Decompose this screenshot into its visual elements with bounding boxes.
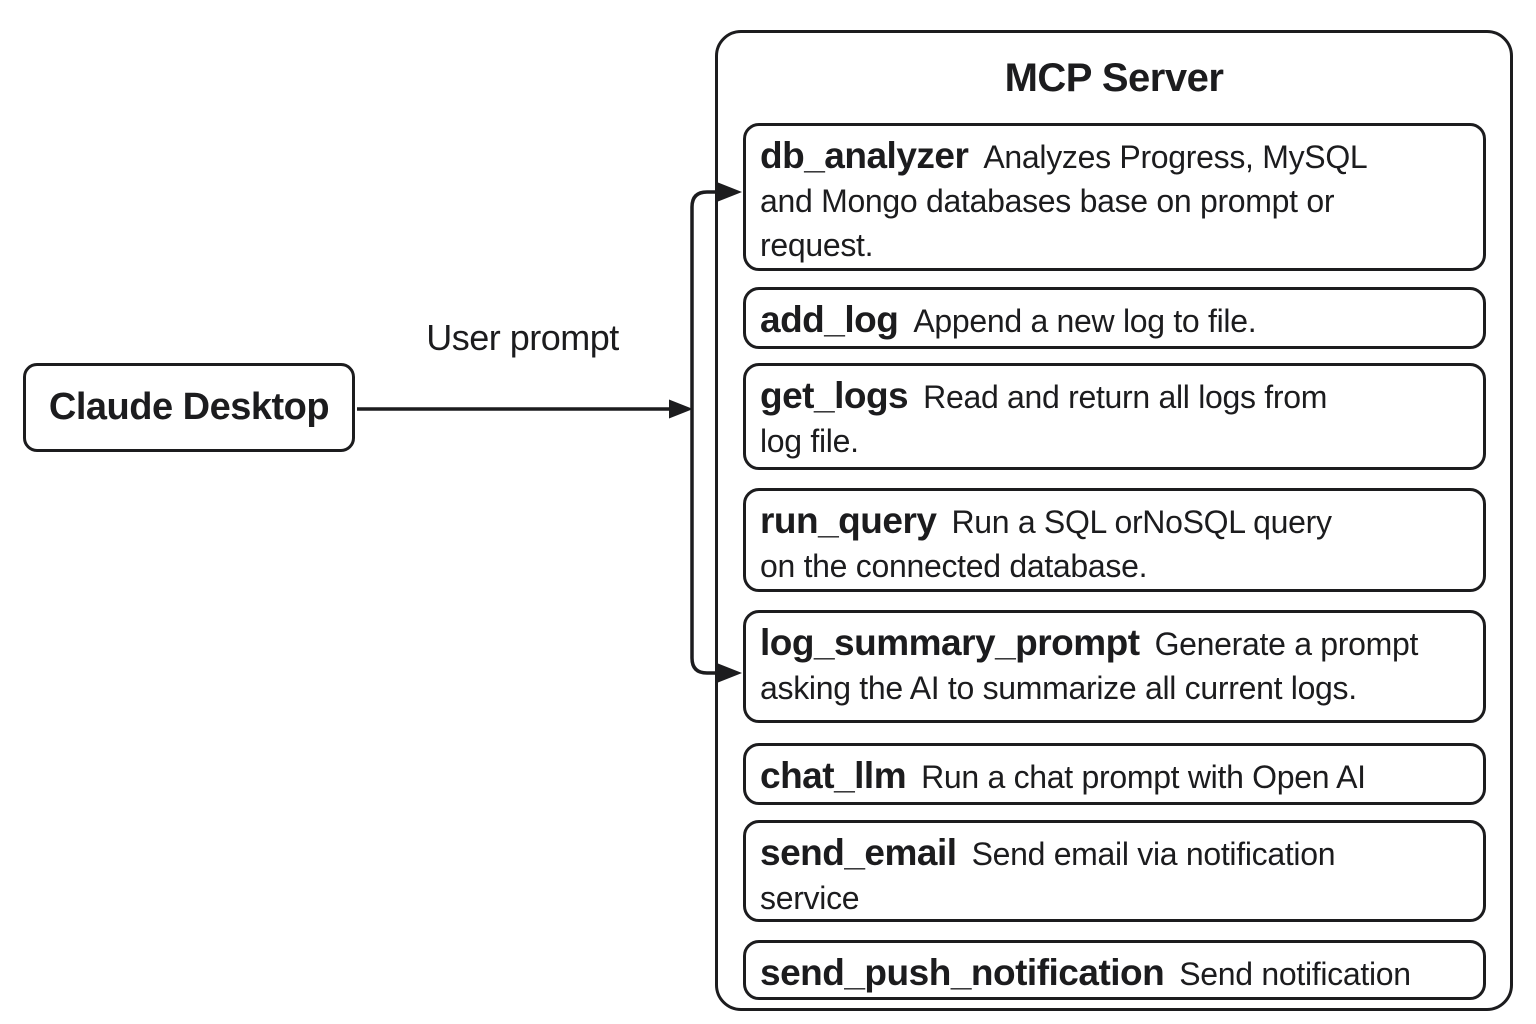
tool-desc-label: Send email via notification service <box>760 836 1336 916</box>
tool-name-label: db_analyzer <box>760 135 969 176</box>
tool-desc-label: Read and return all logs from log file. <box>760 379 1328 459</box>
tool-name-label: get_logs <box>760 375 909 416</box>
tool-desc-label: Append a new log to file. <box>913 303 1257 339</box>
tool-desc-label: Generate a prompt asking the AI to summa… <box>760 626 1419 706</box>
tool-node-send-push-notification: send_push_notification Send notification <box>743 940 1486 1000</box>
tool-name-label: send_email <box>760 832 957 873</box>
tool-desc-label: Run a SQL orNoSQL query on the connected… <box>760 504 1332 584</box>
tool-name-label: log_summary_prompt <box>760 622 1140 663</box>
tool-node-add-log: add_log Append a new log to file. <box>743 287 1486 349</box>
client-node: Claude Desktop <box>23 363 355 452</box>
tool-desc-label: Send notification <box>1179 956 1411 992</box>
tool-node-chat-llm: chat_llm Run a chat prompt with Open AI <box>743 743 1486 805</box>
tool-name-label: add_log <box>760 299 899 340</box>
tool-name-label: chat_llm <box>760 755 907 796</box>
user-prompt-arrowhead-icon <box>669 399 693 419</box>
tool-desc-label: Analyzes Progress, MySQL and Mongo datab… <box>760 139 1368 263</box>
client-node-label: Claude Desktop <box>48 386 330 428</box>
server-title: MCP Server <box>1004 56 1224 100</box>
tool-name-label: run_query <box>760 500 937 541</box>
tool-desc-label: Run a chat prompt with Open AI <box>921 759 1366 795</box>
user-prompt-label: User prompt <box>380 316 665 360</box>
tool-name-label: send_push_notification <box>760 952 1165 993</box>
